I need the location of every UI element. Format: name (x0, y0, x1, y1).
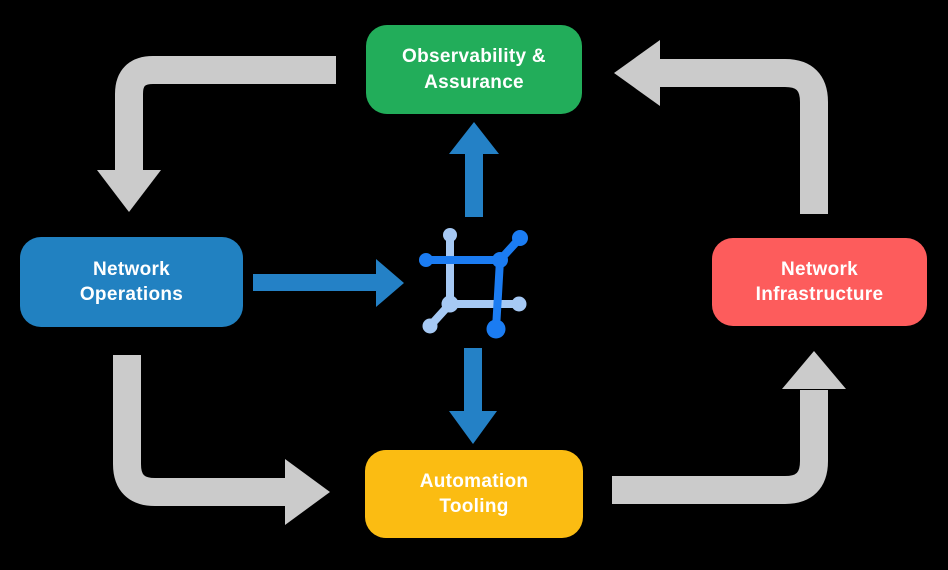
icon-node-bottom (486, 319, 506, 339)
cycle-arrow-top-left-shaft (115, 56, 336, 172)
network-fabric-icon-dark-nodes (419, 230, 528, 339)
cycle-arrow-bottom-right-shaft (612, 390, 828, 504)
network-fabric-icon-light-nodes (422, 228, 527, 334)
cycle-arrow-automation-to-infrastructure (612, 351, 846, 504)
box-network-infrastructure-label-line2: Infrastructure (755, 284, 884, 305)
cycle-arrow-bottom-left-head (285, 459, 330, 525)
flow-arrow-center-to-observability (449, 122, 499, 217)
cycle-arrow-top-left-head (97, 170, 161, 212)
icon-right-edge-line (492, 256, 504, 333)
cycle-arrow-bottom-left-shaft (113, 355, 287, 506)
box-observability-assurance-label-line1: Observability & (402, 46, 546, 68)
icon-node-top-right-corner (492, 252, 508, 268)
flow-arrow-center-to-automation (449, 348, 497, 444)
icon-node-right (511, 296, 527, 312)
cycle-arrow-bottom-right-head (782, 351, 846, 389)
network-fabric-icon (419, 228, 528, 339)
box-automation-tooling-label-line2: Tooling (439, 496, 509, 517)
box-observability-assurance: Observability & Assurance (366, 25, 582, 114)
cycle-arrow-top-right-shaft (658, 59, 828, 214)
cycle-arrow-operations-to-automation (113, 355, 330, 525)
icon-node-bottom-left-corner (441, 295, 459, 313)
box-network-infrastructure: Network Infrastructure (712, 238, 927, 326)
box-network-operations-label-line1: Network (92, 258, 171, 280)
box-observability-assurance-label-line2: Assurance (424, 71, 524, 93)
flow-arrow-operations-to-center (253, 259, 404, 307)
box-network-operations-label-line2: Operations (79, 284, 184, 305)
box-network-operations: Network Operations (20, 237, 243, 327)
cycle-arrow-top-right-head (614, 40, 660, 106)
icon-node-left (419, 253, 433, 267)
icon-node-top (443, 228, 457, 242)
box-network-infrastructure-label-line1: Network (780, 258, 859, 280)
box-automation-tooling: Automation Tooling (365, 450, 583, 538)
cycle-arrow-infrastructure-to-observability (614, 40, 828, 214)
icon-node-diagonal-bottom-left (422, 318, 438, 334)
box-automation-tooling-label-line1: Automation (419, 470, 529, 492)
cycle-arrow-observability-to-operations (97, 56, 336, 212)
icon-node-diagonal-top-right (512, 230, 528, 246)
